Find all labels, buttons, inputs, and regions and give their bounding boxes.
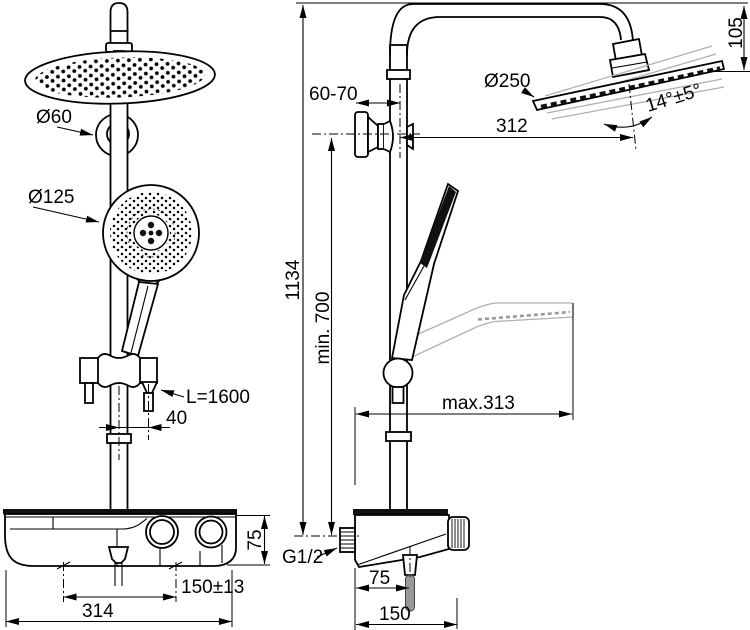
label-hose-length: L=1600 (186, 387, 250, 408)
label-inlet-spacing: 150±13 (181, 577, 244, 598)
front-dimensions: Ø60 Ø125 L=1600 40 75 1 (5, 107, 270, 627)
leader-dia-head (521, 87, 535, 98)
leader-hose-length (160, 389, 185, 398)
hand-shower-spray-face-side (420, 186, 456, 268)
leader-dia-hand-shower (32, 206, 100, 223)
label-dia-head: Ø250 (484, 71, 530, 92)
label-min-mount-height: min. 700 (313, 292, 334, 365)
mixer-body-front (3, 509, 237, 586)
leader-thread (316, 547, 338, 558)
pipe-joint-upper-side (386, 69, 411, 80)
leader-dia-wall-bracket (56, 126, 94, 136)
hose-stub-side (391, 386, 405, 404)
pipe-joint-lower-side (385, 431, 412, 442)
label-column-height: 1134 (283, 259, 304, 300)
wall-bracket-side (354, 111, 414, 158)
label-body-depth: 150 (379, 604, 411, 625)
side-view: 1134 min. 700 60-70 Ø250 312 14°±5° 105 (282, 2, 750, 630)
nozzle-row (540, 66, 721, 109)
front-view: Ø60 Ø125 L=1600 40 75 1 (3, 2, 270, 627)
slider-knob-side (382, 357, 414, 389)
hose-cone-front (140, 381, 159, 394)
label-body-height: 75 (245, 529, 266, 550)
label-body-width: 314 (82, 601, 114, 622)
label-hose-offset: 40 (166, 408, 187, 429)
label-head-reach: 312 (496, 116, 528, 137)
hand-shower-side (382, 182, 574, 404)
mixer-side-knob (447, 516, 470, 551)
label-max-hand-reach: max.313 (442, 393, 515, 414)
label-bracket-depth: 60-70 (309, 84, 358, 105)
rain-shower-head-front (24, 50, 216, 105)
label-head-drop: 105 (726, 17, 747, 49)
hand-shower-ghost (409, 302, 574, 359)
label-thread: G1/2 (282, 547, 323, 568)
label-outlet-depth: 75 (369, 568, 390, 589)
hose-outlet-front (107, 546, 130, 564)
hand-shower-front (102, 184, 200, 358)
label-dia-hand-shower: Ø125 (28, 187, 74, 208)
label-dia-wall-bracket: Ø60 (36, 107, 72, 128)
rain-shower-head-side (531, 37, 726, 120)
slider-peg (84, 382, 94, 404)
mixer-body-side (339, 509, 470, 612)
mixer-wall-bar-front (3, 509, 237, 515)
mixer-wall-bar-side (353, 509, 448, 515)
angle-arc (603, 116, 653, 132)
